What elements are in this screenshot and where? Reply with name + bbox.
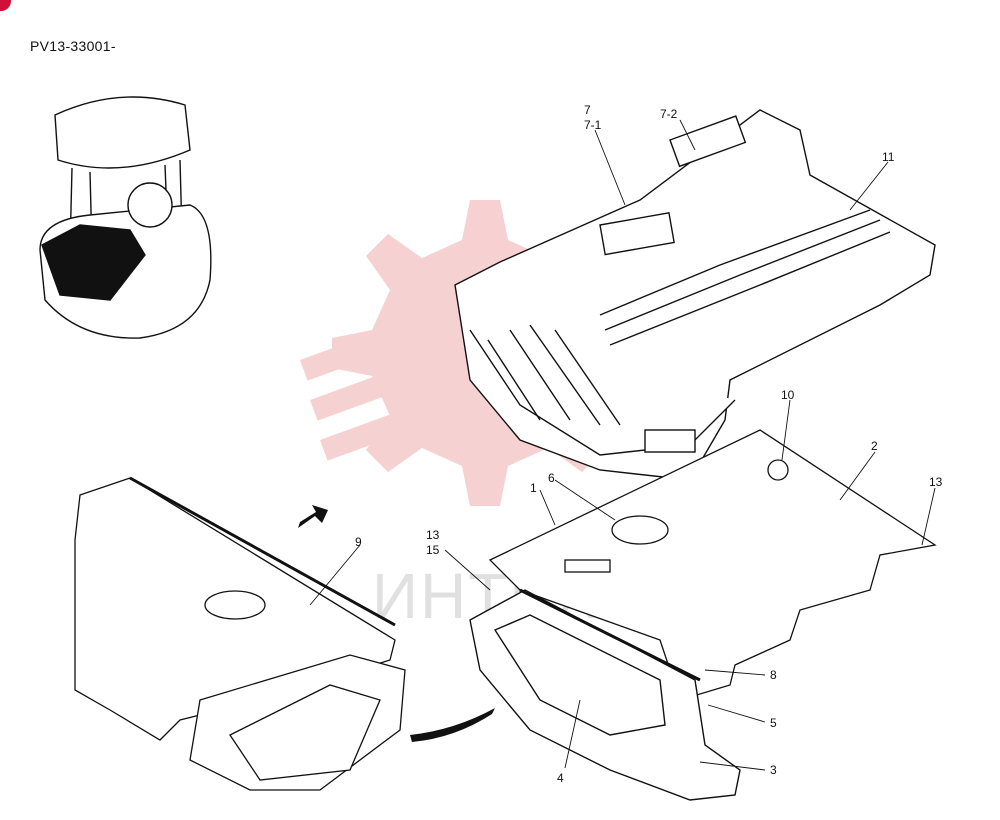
callout-7: 7: [584, 103, 591, 117]
machine-overview: [39, 96, 212, 339]
callout-11: 11: [882, 150, 895, 164]
callout-8: 8: [770, 668, 777, 682]
callout-9: 9: [355, 535, 362, 549]
leader-lines: [309, 119, 936, 771]
direction-arrow-icon: [410, 708, 495, 742]
callout-13-left: 13: [426, 528, 440, 542]
doc-code: PV13-33001-: [30, 38, 116, 54]
callout-7-2: 7-2: [660, 107, 678, 121]
callout-4: 4: [557, 771, 564, 785]
callout-13-right: 13: [929, 475, 943, 489]
floor-plate: [488, 429, 937, 701]
left-assembly: [74, 476, 406, 791]
callout-2: 2: [871, 439, 878, 453]
callout-3: 3: [770, 763, 777, 777]
under-plate: [469, 588, 741, 801]
direction-arrow-icon: [298, 505, 328, 528]
callout-10: 10: [781, 388, 795, 402]
callout-15: 15: [426, 543, 440, 557]
corner-badge-icon: [0, 0, 11, 11]
floor-mat: [454, 109, 936, 481]
callout-1: 1: [530, 481, 537, 495]
callout-6: 6: [548, 471, 555, 485]
callout-7-1: 7-1: [584, 118, 602, 132]
callout-5: 5: [770, 716, 777, 730]
